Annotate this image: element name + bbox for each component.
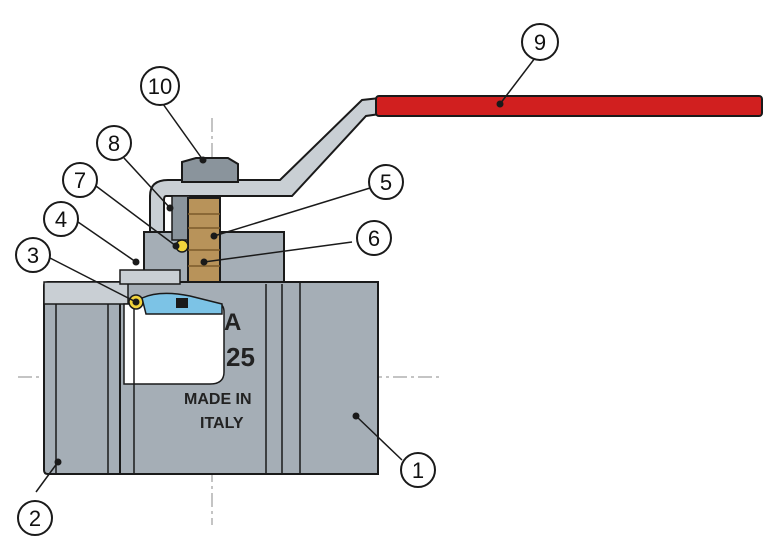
svg-text:1: 1 (412, 458, 424, 483)
seal-retainer (176, 298, 188, 308)
svg-text:9: 9 (534, 30, 546, 55)
handle-nut (181, 157, 239, 183)
svg-text:3: 3 (27, 243, 39, 268)
svg-text:6: 6 (368, 226, 380, 251)
callout-1: 1 (400, 452, 436, 488)
svg-text:7: 7 (74, 168, 86, 193)
svg-text:4: 4 (55, 207, 67, 232)
callout-8: 8 (96, 125, 132, 161)
callout-5: 5 (368, 164, 404, 200)
bore-cutaway (123, 303, 225, 385)
callout-3: 3 (15, 237, 51, 273)
callout-9: 9 (521, 23, 559, 61)
callout-10: 10 (140, 66, 180, 106)
body-mark-italy: ITALY (200, 415, 244, 432)
body-mark-made-in: MADE IN (184, 391, 252, 408)
callout-6: 6 (356, 220, 392, 256)
svg-text:10: 10 (148, 74, 172, 99)
svg-text:2: 2 (29, 506, 41, 531)
callout-2: 2 (17, 500, 53, 536)
handle-grip (375, 95, 763, 117)
body-edges (55, 282, 301, 474)
end-cap-collar (119, 269, 181, 285)
svg-text:5: 5 (380, 170, 392, 195)
svg-text:8: 8 (108, 131, 120, 156)
stem-grooves (188, 213, 220, 267)
end-cap-thread (43, 281, 129, 305)
leader-lines (35, 57, 536, 493)
body-mark-a: A (224, 309, 241, 336)
callout-4: 4 (43, 201, 79, 237)
body-mark-25: 25 (226, 342, 255, 372)
leader-dots (54, 100, 504, 466)
callout-7: 7 (62, 162, 98, 198)
